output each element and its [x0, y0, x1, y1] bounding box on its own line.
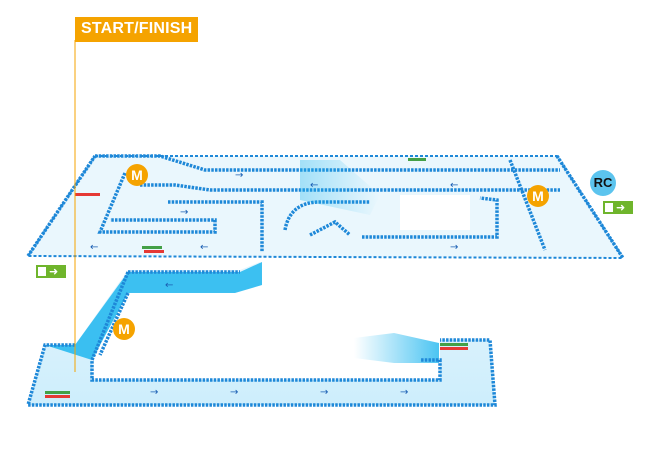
direction-arrows: → → → → ← → ← ← ← ← → →	[90, 170, 458, 398]
arrow-right-icon: →	[180, 207, 188, 218]
arrow-right-icon: →	[320, 387, 328, 398]
arrow-right-icon: →	[235, 170, 243, 181]
lower-ramp	[45, 262, 262, 360]
marshal-marker: M	[527, 185, 549, 207]
arrow-left-icon: ←	[90, 242, 98, 253]
arrow-left-icon: ←	[200, 242, 208, 253]
start-finish-label: START/FINISH	[75, 17, 199, 42]
lower-track	[28, 262, 495, 405]
arrow-right-icon: →	[450, 242, 458, 253]
race-control-badge: RC	[590, 170, 616, 196]
arrow-right-icon: ➜	[616, 201, 626, 214]
emergency-exit-icon: ➜	[603, 201, 633, 214]
arrow-left-icon: ←	[310, 180, 318, 191]
arrow-left-icon: ←	[450, 180, 458, 191]
emergency-exit-icon: ➜	[36, 265, 66, 278]
lower-ramp-2	[354, 333, 439, 363]
upper-hole	[400, 195, 470, 230]
arrow-right-icon: →	[230, 387, 238, 398]
upper-ramp	[300, 160, 380, 215]
grid-lights	[45, 158, 468, 398]
arrow-right-icon: →	[400, 387, 408, 398]
upper-kerbs	[26, 154, 625, 259]
marshal-marker: M	[126, 164, 148, 186]
arrow-right-icon: →	[150, 387, 158, 398]
marshal-marker: M	[113, 318, 135, 340]
arrow-left-icon: ←	[165, 280, 173, 291]
arrow-right-icon: ➜	[49, 265, 59, 278]
